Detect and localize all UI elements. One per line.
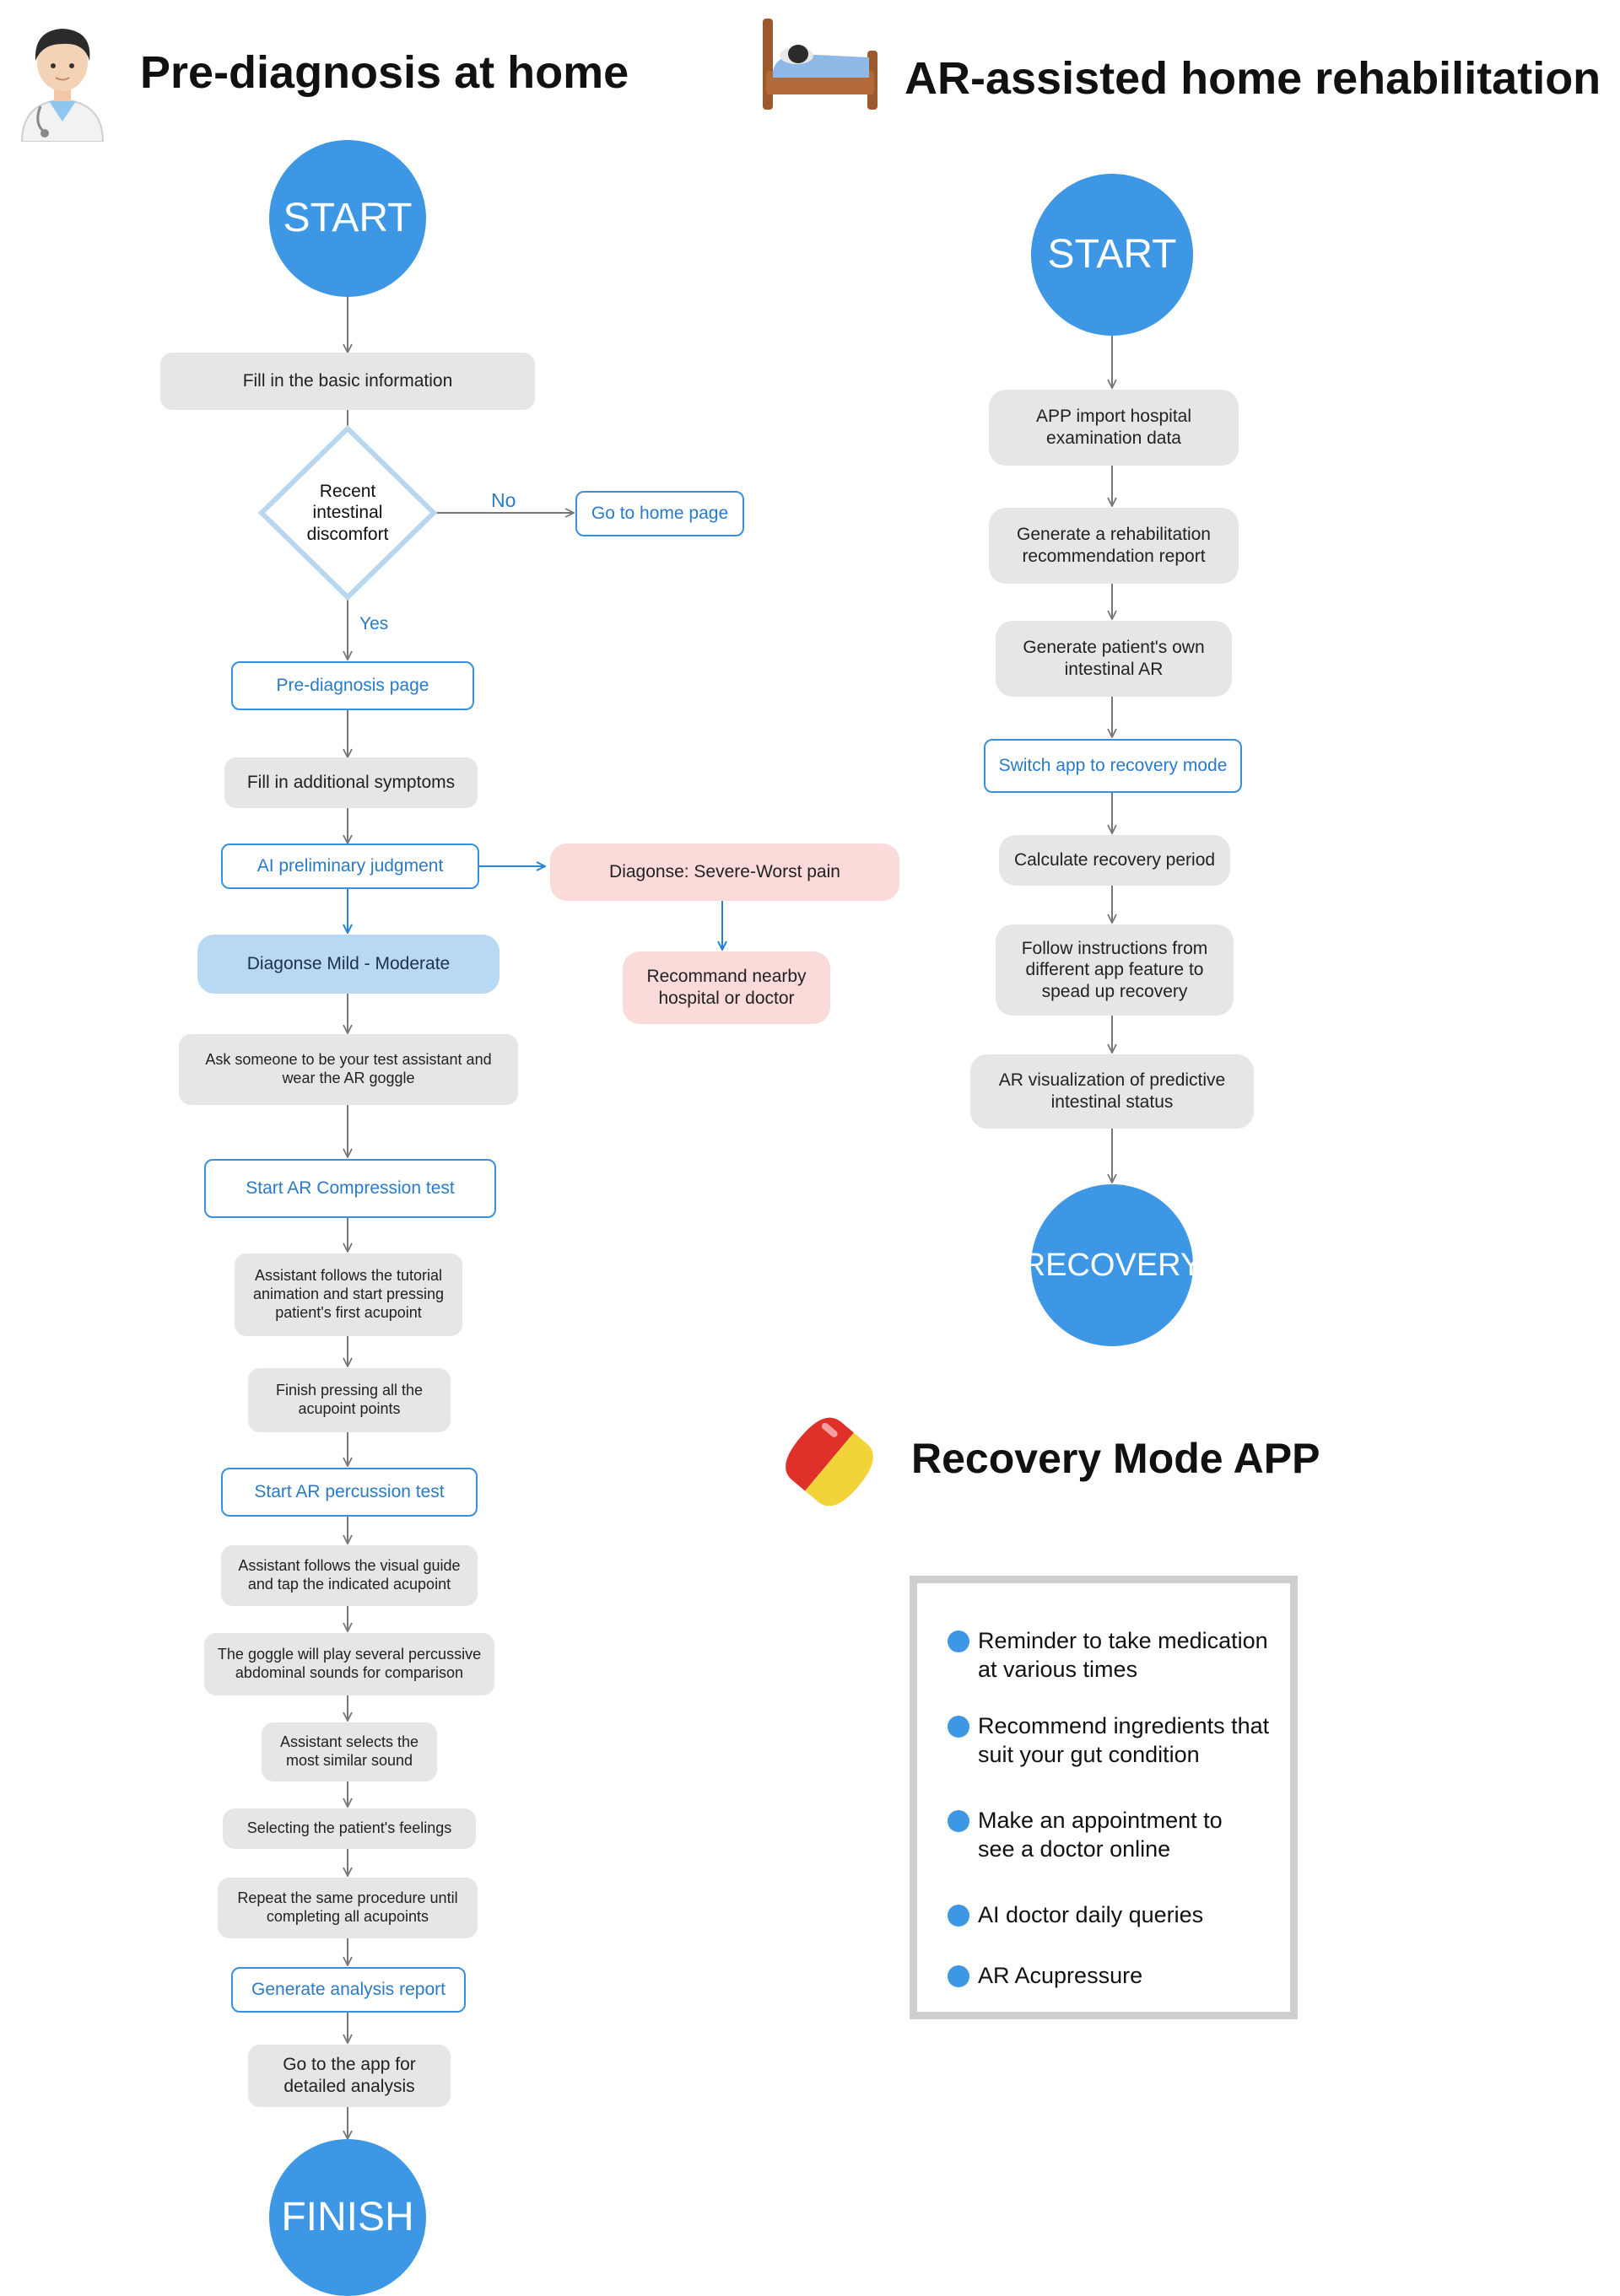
goggle-sounds-step: The goggle will play several percussive …	[204, 1633, 494, 1695]
feature-ai-doctor-queries: AI doctor daily queries	[978, 1902, 1204, 1927]
recovery-period-step: Calculate recovery period	[999, 835, 1230, 886]
feature-item: Make an appointment to see a doctor onli…	[948, 1807, 1294, 1864]
no-label: No	[491, 489, 516, 511]
bullet-dot	[948, 1810, 969, 1832]
decision-diamond	[257, 424, 438, 601]
assistant-visual-guide-step: Assistant follows the visual guide and t…	[221, 1545, 478, 1606]
start-node: START	[269, 140, 426, 297]
ai-judgment-step[interactable]: AI preliminary judgment	[221, 843, 479, 889]
yes-label: Yes	[359, 614, 389, 633]
generate-report-step[interactable]: Generate analysis report	[231, 1967, 466, 2013]
fill-basic-info-step: Fill in the basic information	[160, 353, 535, 410]
bullet-dot	[948, 1716, 969, 1738]
recovery-node: RECOVERY	[1023, 1184, 1202, 1346]
fill-additional-symptoms-step: Fill in additional symptoms	[224, 757, 478, 808]
right-section-title: AR-assisted home rehabilitation	[904, 53, 1601, 104]
switch-recovery-mode-step[interactable]: Switch app to recovery mode	[984, 739, 1242, 793]
bullet-dot	[948, 1630, 969, 1652]
select-feelings-step: Selecting the patient's feelings	[223, 1808, 476, 1849]
rehab-report-step: Generate a rehabilitation recommendation…	[989, 508, 1239, 584]
doctor-icon	[20, 29, 105, 142]
feature-ar-acupressure: AR Acupressure	[978, 1963, 1143, 1988]
bullet-dot	[948, 1965, 969, 1987]
recommend-hospital-step: Recommand nearby hospital or doctor	[623, 951, 830, 1024]
feature-item: Recommend ingredients that suit your gut…	[948, 1712, 1294, 1770]
bed-icon	[763, 19, 878, 110]
assistant-tutorial-step: Assistant follows the tutorial animation…	[235, 1253, 462, 1336]
finish-pressing-step: Finish pressing all the acupoint points	[248, 1368, 451, 1432]
feature-item: AI doctor daily queries	[948, 1901, 1294, 1930]
intestinal-ar-step: Generate patient's own intestinal AR	[996, 621, 1232, 697]
select-sound-step: Assistant selects the most similar sound	[262, 1722, 437, 1781]
recovery-app-title: Recovery Mode APP	[911, 1435, 1320, 1482]
import-data-step: APP import hospital examination data	[989, 390, 1239, 466]
severe-diagnosis-step: Diagonse: Severe-Worst pain	[550, 843, 899, 901]
ask-assistant-step: Ask someone to be your test assistant an…	[179, 1034, 518, 1105]
prediagnosis-page-step[interactable]: Pre-diagnosis page	[231, 661, 474, 710]
follow-instructions-step: Follow instructions from different app f…	[996, 924, 1234, 1016]
mild-diagnosis-step: Diagonse Mild - Moderate	[197, 935, 500, 994]
go-home-page-step[interactable]: Go to home page	[575, 491, 744, 536]
start-compression-test-step[interactable]: Start AR Compression test	[204, 1159, 496, 1218]
pill-icon	[786, 1417, 873, 1506]
feature-doctor-appointment: Make an appointment to see a doctor onli…	[978, 1808, 1223, 1862]
finish-node: FINISH	[269, 2139, 426, 2296]
ar-visualization-step: AR visualization of predictive intestina…	[970, 1054, 1254, 1129]
repeat-procedure-step: Repeat the same procedure until completi…	[218, 1878, 478, 1938]
go-to-app-step: Go to the app for detailed analysis	[248, 2045, 451, 2107]
feature-ingredient-recommendation: Recommend ingredients that suit your gut…	[978, 1713, 1270, 1767]
start-percussion-test-step[interactable]: Start AR percussion test	[221, 1468, 478, 1517]
feature-item: Reminder to take medication at various t…	[948, 1627, 1294, 1684]
recovery-features-panel: Reminder to take medication at various t…	[910, 1576, 1298, 2019]
rehab-start-node: START	[1031, 174, 1193, 336]
left-section-title: Pre-diagnosis at home	[140, 47, 629, 98]
feature-item: AR Acupressure	[948, 1962, 1294, 1991]
bullet-dot	[948, 1905, 969, 1927]
feature-medication-reminder: Reminder to take medication at various t…	[978, 1628, 1268, 1682]
decision-label: Recent intestinal discomfort	[306, 481, 389, 544]
